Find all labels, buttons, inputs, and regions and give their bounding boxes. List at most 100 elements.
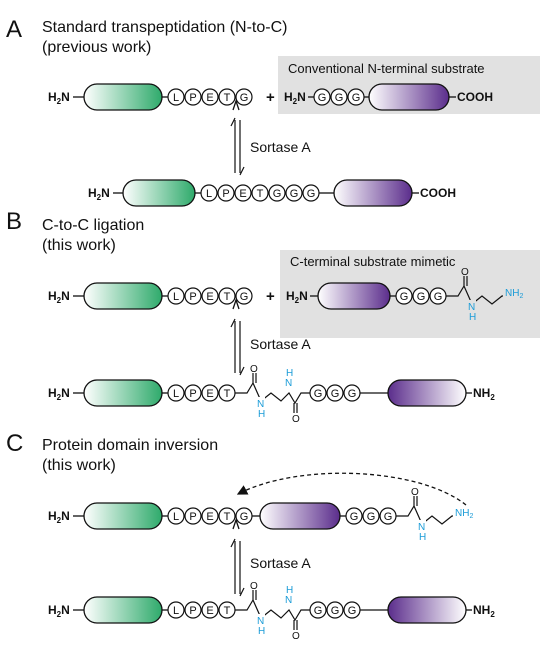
residue-chain-ggg: G G G xyxy=(345,507,397,525)
purple-domain xyxy=(368,83,450,111)
svg-text:H2N: H2N xyxy=(284,90,306,106)
svg-text:G: G xyxy=(348,605,357,617)
svg-text:P: P xyxy=(189,605,196,617)
diamine-bridge: O N H H N O xyxy=(235,364,310,425)
svg-text:L: L xyxy=(173,388,179,400)
svg-text:H2N: H2N xyxy=(48,90,70,106)
svg-text:O: O xyxy=(461,267,469,278)
svg-text:P: P xyxy=(222,188,229,200)
svg-text:H2N: H2N xyxy=(48,386,70,402)
residue-chain-ggg: G G G xyxy=(309,601,361,619)
residue-chain-lpetggg: L P E T G G G xyxy=(200,184,320,202)
green-domain xyxy=(83,596,163,624)
plus-sign: + xyxy=(266,288,275,305)
panel-b-title: C-to-C ligation xyxy=(42,217,144,234)
svg-text:N: N xyxy=(257,616,264,627)
svg-text:G: G xyxy=(352,92,361,104)
panel-c-subtitle: (this work) xyxy=(42,457,116,474)
svg-text:H2N: H2N xyxy=(88,186,110,202)
svg-text:T: T xyxy=(224,388,231,400)
plus-sign: + xyxy=(266,89,275,106)
svg-text:E: E xyxy=(206,605,213,617)
substrate-box-label-a: Conventional N-terminal substrate xyxy=(288,61,485,76)
green-domain xyxy=(83,83,163,111)
nh2-label: NH2 xyxy=(473,603,495,619)
purple-domain xyxy=(317,282,391,310)
svg-text:E: E xyxy=(239,188,246,200)
svg-text:O: O xyxy=(250,364,258,375)
h2n-label: H2N xyxy=(48,509,70,525)
svg-text:T: T xyxy=(224,92,231,104)
svg-text:G: G xyxy=(350,511,359,523)
svg-text:T: T xyxy=(224,291,231,303)
h2n-label: H2N xyxy=(48,90,70,106)
panel-letter-a: A xyxy=(6,16,22,43)
svg-text:T: T xyxy=(224,605,231,617)
purple-domain xyxy=(387,596,467,624)
h2n-label: H2N xyxy=(48,386,70,402)
svg-text:L: L xyxy=(173,511,179,523)
svg-text:P: P xyxy=(189,388,196,400)
svg-text:H: H xyxy=(258,409,265,420)
svg-text:G: G xyxy=(290,188,299,200)
residue-chain-lpetg: L P E T G xyxy=(167,507,253,530)
enzyme-label-b: Sortase A xyxy=(250,336,311,352)
ethylenediamine-linker: O N H NH2 xyxy=(446,267,531,323)
purple-domain xyxy=(333,179,413,207)
svg-text:L: L xyxy=(206,188,212,200)
residue-chain-ggg: G G G xyxy=(395,287,447,305)
svg-text:P: P xyxy=(189,291,196,303)
cleavage-arrow xyxy=(232,98,240,111)
residue-chain-lpet: L P E T xyxy=(167,601,236,619)
green-domain xyxy=(83,379,163,407)
svg-text:N: N xyxy=(285,595,292,606)
svg-text:O: O xyxy=(292,631,300,642)
svg-text:G: G xyxy=(335,92,344,104)
cooh-label: COOH xyxy=(457,90,493,104)
svg-text:E: E xyxy=(206,92,213,104)
svg-text:N: N xyxy=(257,399,264,410)
panel-b-subtitle: (this work) xyxy=(42,237,116,254)
equilibrium-arrows xyxy=(230,538,245,597)
svg-text:G: G xyxy=(314,605,323,617)
cleavage-arrow xyxy=(232,297,240,310)
diamine-bridge: O N H H N O xyxy=(235,581,310,642)
svg-text:O: O xyxy=(411,487,419,498)
purple-domain xyxy=(387,379,467,407)
svg-text:L: L xyxy=(173,291,179,303)
svg-text:G: G xyxy=(240,291,249,303)
green-domain xyxy=(83,282,163,310)
residue-chain-ggg: G G G xyxy=(309,384,361,402)
svg-text:G: G xyxy=(331,388,340,400)
equilibrium-arrows xyxy=(230,117,245,176)
h2n-label: H2N xyxy=(88,186,110,202)
panel-a-title: Standard transpeptidation (N-to-C) xyxy=(42,19,287,36)
svg-text:L: L xyxy=(173,605,179,617)
h2n-label: H2N xyxy=(286,289,308,305)
svg-text:G: G xyxy=(367,511,376,523)
h2n-label: H2N xyxy=(284,90,306,106)
substrate-box-label-b: C-terminal substrate mimetic xyxy=(290,254,456,269)
svg-text:P: P xyxy=(189,92,196,104)
svg-text:G: G xyxy=(314,388,323,400)
dashed-intramolecular-arrow xyxy=(236,472,467,506)
svg-text:H: H xyxy=(258,626,265,637)
green-domain xyxy=(83,502,163,530)
svg-text:G: G xyxy=(417,291,426,303)
svg-text:H: H xyxy=(419,532,426,543)
nh2-label: NH2 xyxy=(473,386,495,402)
svg-text:G: G xyxy=(331,605,340,617)
svg-text:G: G xyxy=(273,188,282,200)
ethylenediamine-linker: O N H NH2 xyxy=(396,487,481,543)
svg-text:G: G xyxy=(240,92,249,104)
svg-text:N: N xyxy=(468,302,475,313)
enzyme-label-a: Sortase A xyxy=(250,139,311,155)
svg-text:H2N: H2N xyxy=(48,509,70,525)
svg-text:E: E xyxy=(206,388,213,400)
svg-text:G: G xyxy=(318,92,327,104)
h2n-label: H2N xyxy=(48,603,70,619)
svg-text:N: N xyxy=(418,522,425,533)
residue-chain-lpet: L P E T xyxy=(167,384,236,402)
svg-text:O: O xyxy=(250,581,258,592)
